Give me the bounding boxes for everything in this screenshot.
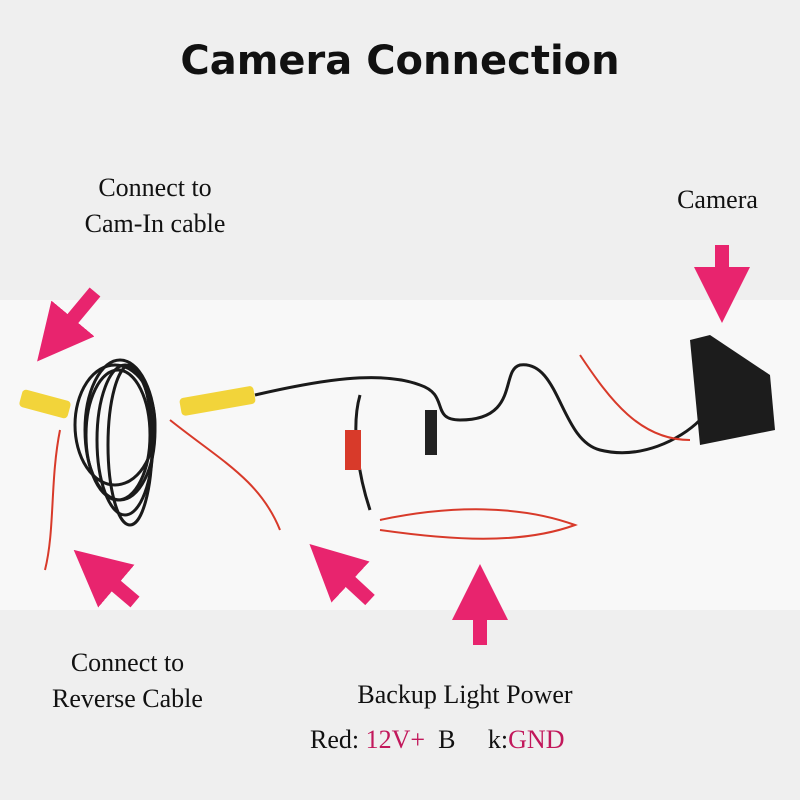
black-label-b: k: bbox=[487, 725, 509, 754]
black-label-a: B bbox=[438, 725, 456, 754]
rca-connector-right bbox=[179, 386, 256, 416]
coiled-cable bbox=[73, 358, 157, 527]
rca-connector-left bbox=[19, 389, 71, 419]
arrow-reverse-left-icon bbox=[73, 549, 140, 608]
page-title: Camera Connection bbox=[180, 38, 620, 84]
label-reverse: Connect to Reverse Cable bbox=[20, 645, 235, 717]
label-cam-in-line2: Cam-In cable bbox=[84, 209, 226, 238]
video-cable bbox=[254, 363, 702, 455]
camera-body bbox=[690, 335, 775, 445]
red-wires bbox=[44, 354, 691, 571]
arrow-cam-in-icon bbox=[37, 287, 101, 362]
black-connector bbox=[425, 410, 437, 455]
arrow-reverse-right-icon bbox=[309, 543, 375, 606]
red-label: Red: bbox=[310, 725, 360, 754]
label-cam-in-line1: Connect to bbox=[98, 173, 212, 202]
label-camera: Camera bbox=[677, 185, 758, 214]
label-reverse-line2: Reverse Cable bbox=[52, 684, 203, 713]
red-connector bbox=[345, 430, 361, 470]
red-value: 12V+ bbox=[365, 725, 426, 754]
label-cam-in: Connect to Cam-In cable bbox=[55, 170, 255, 242]
label-wire-colors: Red: 12V+ B k:GND bbox=[310, 722, 630, 758]
black-value: GND bbox=[508, 725, 565, 754]
label-reverse-line1: Connect to bbox=[70, 648, 185, 677]
label-backup-power: Backup Light Power bbox=[357, 680, 573, 709]
